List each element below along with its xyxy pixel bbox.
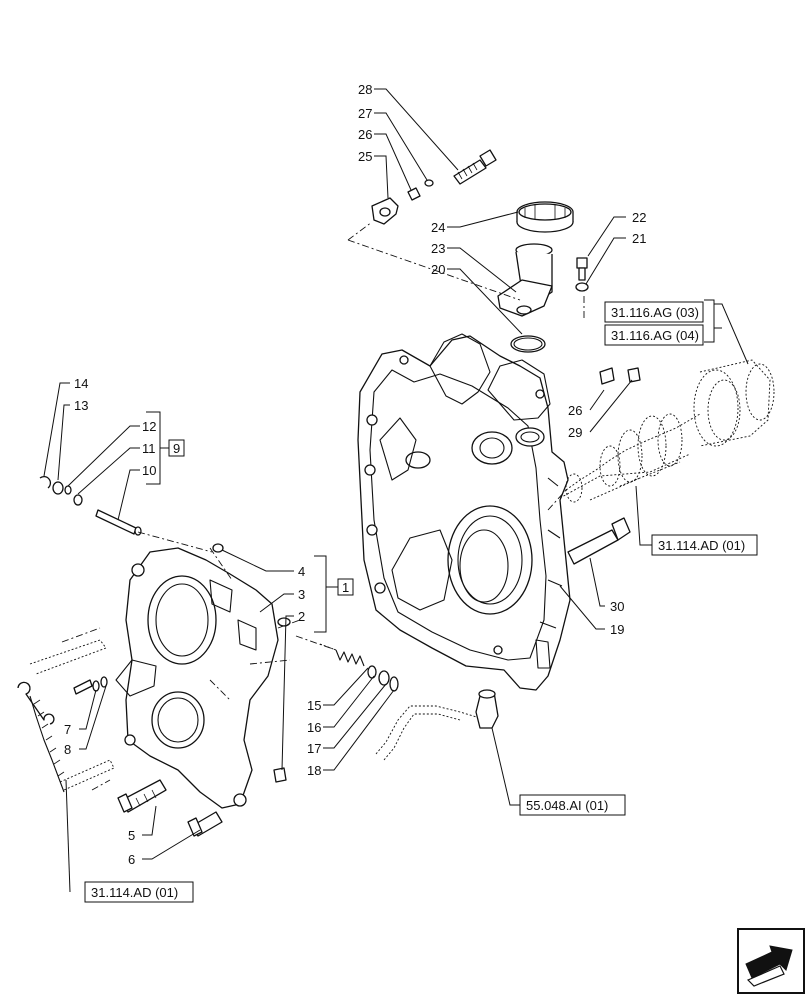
callout-box-1	[337, 578, 354, 596]
ring-17	[378, 670, 390, 686]
ref-box-31-114-ad-01-right[interactable]	[651, 534, 758, 556]
washer-21	[575, 282, 589, 292]
callout-24: 24	[431, 220, 445, 235]
bolt-7	[73, 679, 93, 695]
washer-11	[73, 494, 83, 506]
bolt-5	[117, 779, 167, 813]
callout-2: 2	[298, 609, 305, 624]
spring-15	[319, 643, 365, 667]
callout-20: 20	[431, 262, 445, 277]
shaft-gear-assembly	[559, 359, 775, 503]
cap-24	[516, 201, 574, 233]
seal-13	[52, 481, 64, 495]
front-cover-1	[115, 547, 279, 809]
bolt-26-small	[599, 367, 615, 385]
callout-9: 9	[173, 441, 180, 456]
bracket-25	[371, 197, 399, 225]
callout-8: 8	[64, 742, 71, 757]
plug-4	[212, 543, 224, 553]
bolt-22	[576, 257, 588, 281]
shaft-10	[95, 509, 142, 536]
ref-55-048-ai-01[interactable]: 55.048.AI (01)	[526, 798, 608, 813]
callout-4: 4	[298, 564, 305, 579]
callout-29: 29	[568, 425, 582, 440]
ring-16	[367, 665, 377, 679]
callout-13: 13	[74, 398, 88, 413]
ref-31-116-ag-03[interactable]: 31.116.AG (03)	[611, 305, 699, 320]
callout-box-9	[168, 439, 185, 457]
callout-22: 22	[632, 210, 646, 225]
ref-box-31-114-ad-01-left[interactable]	[84, 881, 194, 903]
clip-26	[407, 187, 421, 201]
next-page-arrow-icon[interactable]	[737, 928, 805, 994]
callout-15: 15	[307, 698, 321, 713]
linkage-rod-left	[17, 639, 115, 793]
callout-5: 5	[128, 828, 135, 843]
breather-pipe-23	[497, 243, 553, 317]
callout-26-right: 26	[568, 403, 582, 418]
o-ring-20	[510, 335, 546, 353]
callout-10: 10	[142, 463, 156, 478]
bolt-28	[453, 149, 497, 185]
callout-7: 7	[64, 722, 71, 737]
bolt-6	[187, 811, 223, 837]
sensor-harness	[375, 689, 499, 761]
bolt-30	[567, 517, 631, 565]
ref-box-55-048-ai-01[interactable]	[519, 794, 626, 816]
pin-2	[273, 767, 287, 783]
pin-3	[277, 617, 291, 627]
ring-18	[389, 676, 399, 692]
callout-18: 18	[307, 763, 321, 778]
callout-21: 21	[632, 231, 646, 246]
callout-28: 28	[358, 82, 372, 97]
callout-23: 23	[431, 241, 445, 256]
ref-31-116-ag-04[interactable]: 31.116.AG (04)	[611, 328, 699, 343]
washer-27	[424, 179, 434, 187]
callout-6: 6	[128, 852, 135, 867]
callout-11: 11	[142, 441, 156, 456]
callout-12: 12	[142, 419, 156, 434]
callout-17: 17	[307, 741, 321, 756]
callout-3: 3	[298, 587, 305, 602]
main-housing-19	[357, 333, 571, 691]
ref-box-31-116-ag-03[interactable]	[604, 301, 704, 323]
leader-lines	[43, 88, 749, 893]
callout-30: 30	[610, 599, 624, 614]
ref-box-31-116-ag-04[interactable]	[604, 324, 704, 346]
callout-25: 25	[358, 149, 372, 164]
callout-27: 27	[358, 106, 372, 121]
callout-26-top: 26	[358, 127, 372, 142]
o-ring-12	[64, 485, 72, 495]
ref-31-114-ad-01-left[interactable]: 31.114.AD (01)	[91, 885, 178, 900]
ref-31-114-ad-01-right[interactable]: 31.114.AD (01)	[658, 538, 745, 553]
callout-1: 1	[342, 580, 349, 595]
callout-14: 14	[74, 376, 88, 391]
circlip-14	[39, 475, 52, 489]
plug-29	[627, 367, 641, 383]
callout-16: 16	[307, 720, 321, 735]
callout-19: 19	[610, 622, 624, 637]
